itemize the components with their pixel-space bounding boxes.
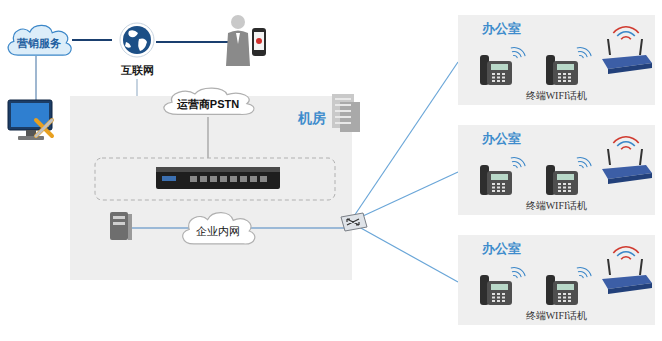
person-icon	[226, 15, 266, 66]
office-box: 办公室终端WIFI话机	[458, 235, 655, 325]
cloud-outline	[164, 88, 254, 114]
node-label: 企业内网	[196, 224, 240, 239]
wifi-phone-icon	[480, 154, 527, 195]
node-label: 互联网	[121, 63, 154, 78]
wifi-router-icon	[602, 136, 652, 184]
network-cloud: 企业内网	[178, 209, 258, 247]
device-caption: 终端WIFI话机	[526, 89, 588, 103]
wifi-router-icon	[602, 246, 652, 294]
connector-line	[72, 39, 112, 41]
cloud-outline	[183, 213, 255, 244]
connector-line	[350, 172, 458, 222]
wire	[35, 56, 37, 100]
wifi-router-icon	[602, 26, 652, 74]
internet-node: 互联网	[112, 22, 162, 78]
wifi-phone-icon	[480, 44, 527, 85]
device-caption: 终端WIFI话机	[526, 199, 588, 213]
cloud-outline	[8, 25, 71, 55]
machine-room-illustration	[95, 94, 360, 240]
connector-line	[350, 222, 458, 282]
office-box: 办公室终端WIFI话机	[458, 15, 655, 105]
network-cloud: 营销服务	[4, 22, 74, 58]
switch-icon	[341, 213, 367, 231]
node-label: 办公室	[482, 240, 521, 258]
device-caption: 终端WIFI话机	[526, 309, 588, 323]
wifi-phone-icon	[546, 264, 593, 305]
office-box: 办公室终端WIFI话机	[458, 125, 655, 215]
wifi-phone-icon	[480, 264, 527, 305]
node-label: 运营商PSTN	[177, 97, 239, 112]
node-label: 办公室	[482, 20, 521, 38]
network-cloud: 运营商PSTN	[158, 85, 258, 117]
node-label: 办公室	[482, 130, 521, 148]
connector-line	[350, 62, 458, 222]
monitor-icon	[8, 100, 52, 140]
wire	[156, 41, 228, 43]
globe-icon	[120, 23, 154, 57]
wifi-phone-icon	[546, 154, 593, 195]
node-label: 营销服务	[17, 36, 61, 51]
connector-line	[136, 79, 137, 96]
node-label: 机房	[298, 110, 326, 128]
machine-room-panel: 运营商PSTN 企业内网 机房	[70, 96, 352, 280]
wifi-phone-icon	[546, 44, 593, 85]
